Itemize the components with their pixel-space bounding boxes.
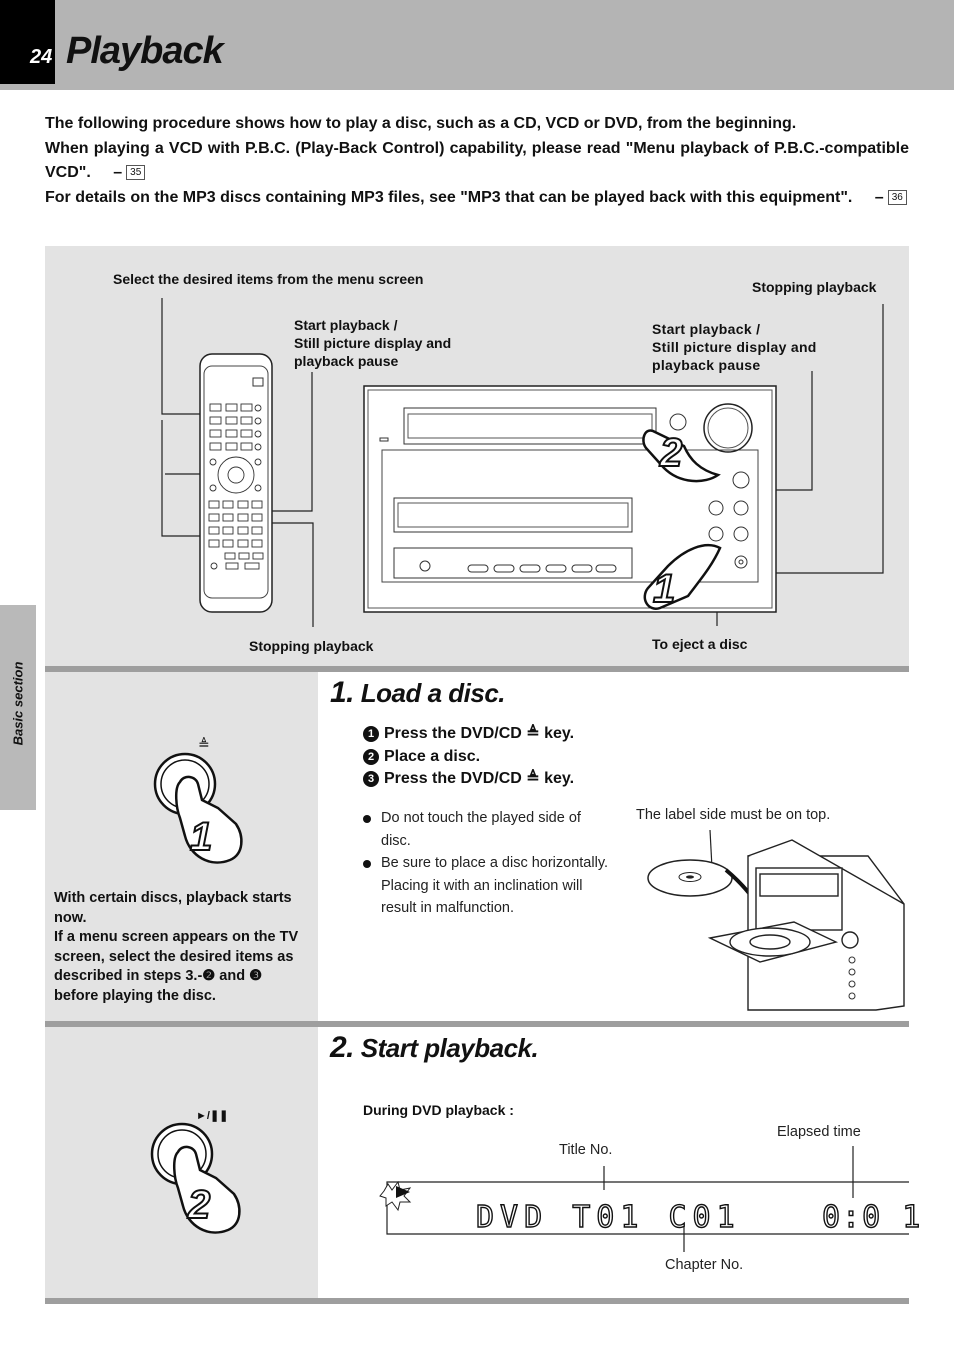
page-number-box [0,0,55,84]
label-start-remote: Start playback / Still picture display a… [294,317,452,369]
hand-number-1: 1 [190,815,212,859]
main-unit [363,385,777,613]
step2-heading: 2. Start playback. [330,1031,539,1065]
remote-control [199,353,273,613]
play-icon [396,1186,410,1198]
intro-text: The following procedure shows how to pla… [45,112,909,210]
intro-line-2: When playing a VCD with P.B.C. (Play-Bac… [45,139,909,182]
label-chapter-no: Chapter No. [665,1257,744,1273]
step1-note: With certain discs, playback starts now.… [54,890,299,1004]
during-dvd-label: During DVD playback : [363,1102,514,1118]
label-side-note: The label side must be on top. [636,807,831,823]
page-ref-36[interactable]: 36 [887,189,907,205]
controls-diagram-art: 2 1 [161,298,884,627]
step1-number: 1. [330,676,355,709]
page-ref-35[interactable]: 35 [126,165,146,180]
label-eject: To eject a disc [652,636,748,652]
burst-icon [379,1180,412,1212]
pointing-hand-icon [175,775,243,864]
display-time: 0:0 1 [822,1200,922,1235]
step2-number: 2. [330,1031,355,1064]
header-bar [0,0,954,90]
label-title-no: Title No. [559,1142,613,1158]
pointing-hand-icon [173,1145,241,1234]
intro-line-1: The following procedure shows how to pla… [45,115,797,132]
eject-button-press-illustration: 1 [153,752,243,864]
step1-side-panel [45,672,318,1022]
play-button-press-illustration: 2 [150,1122,241,1234]
section-separator [45,1021,909,1027]
hand-number-2: 2 [659,431,682,475]
leader-line [161,298,205,415]
disc-loading-illustration [647,829,905,1011]
eject-key-symbol: ≜ [198,736,210,752]
pointing-hand-icon [642,429,722,610]
bullet-item: Be sure to place a disc horizontally. Pl… [363,852,613,920]
leader-line [709,829,713,869]
leader-line [161,420,205,537]
play-pause-key-symbol: ►/❚❚ [196,1110,229,1122]
step1-bullets: Do not touch the played side of disc. Be… [363,807,613,920]
side-tab [0,605,36,810]
label-stop-bottom: Stopping playback [249,638,374,654]
bullet-item: Do not touch the played side of disc. [363,807,613,852]
display-readout: DVD T01 C01 [476,1200,741,1235]
label-elapsed-time: Elapsed time [777,1124,861,1140]
label-stop-right: Stopping playback [752,279,877,295]
hand-number-2: 2 [187,1183,210,1227]
intro-line-3: For details on the MP3 discs containing … [45,186,909,211]
unit-side-view [707,839,905,1011]
section-separator [45,666,909,672]
leader-line [745,304,884,574]
step1-title: Load a disc. [360,678,506,708]
front-display-panel: DVD T01 C01 0:0 1 [379,1146,921,1252]
page-title: Playback [66,30,224,72]
step2-title: Start playback. [360,1033,539,1063]
hand-number-1: 1 [653,567,675,611]
label-start-unit: Start playback / Still picture display a… [652,321,817,373]
label-select-menu: Select the desired items from the menu s… [113,271,424,287]
page-number: 24 [30,46,53,68]
section-separator [45,1298,909,1304]
step1-heading: 1. Load a disc. [330,676,506,710]
